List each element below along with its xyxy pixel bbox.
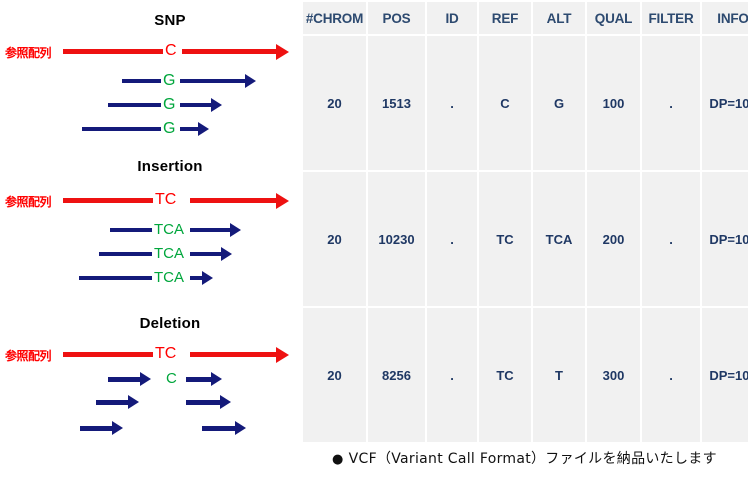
column-header-id: ID xyxy=(427,2,477,34)
cell-info: DP=100 xyxy=(702,308,748,442)
read-line-deletion-3-right xyxy=(202,426,235,431)
read-line-snp-3-left xyxy=(82,127,164,131)
read-arrowhead-insertion-3 xyxy=(202,271,213,285)
read-arrowhead-deletion-1-left xyxy=(140,372,151,386)
cell-qual: 100 xyxy=(587,36,640,170)
read-line-insertion-2-right xyxy=(190,252,221,256)
column-header-alt: ALT xyxy=(533,2,585,34)
read-line-snp-1-right xyxy=(180,79,245,83)
read-line-deletion-3-left xyxy=(80,426,112,431)
bullet-icon: ● xyxy=(332,452,344,467)
cell-pos: 1513 xyxy=(368,36,425,170)
table-row: 20 1513 . C G 100 . DP=100 xyxy=(303,36,748,170)
read-arrowhead-insertion-1 xyxy=(230,223,241,237)
cell-filter: . xyxy=(642,308,700,442)
reference-label-snp: 参照配列 xyxy=(5,46,52,60)
read-base-snp-3: G xyxy=(161,120,178,137)
cell-info: DP=100 xyxy=(702,36,748,170)
reference-line-insertion-right xyxy=(190,198,276,203)
read-line-insertion-2-left xyxy=(99,252,153,256)
reference-line-deletion-left xyxy=(63,352,153,357)
caption: ● VCF（Variant Call Format）ファイルを納品いたします xyxy=(332,448,717,468)
panel-title-insertion: Insertion xyxy=(137,158,203,175)
variant-diagram: SNP 参照配列 C G G G Insertion 参照配列 TC xyxy=(0,0,300,482)
reference-base-deletion: TC xyxy=(153,345,179,362)
cell-filter: . xyxy=(642,172,700,306)
reference-arrowhead-snp xyxy=(276,43,289,60)
reference-line-snp-left xyxy=(63,49,167,54)
read-line-snp-3-right xyxy=(180,127,198,131)
vcf-table: #CHROM POS ID REF ALT QUAL FILTER INFO 2… xyxy=(301,0,748,444)
read-arrowhead-deletion-3-left xyxy=(112,421,123,435)
cell-chrom: 20 xyxy=(303,308,366,442)
reference-line-deletion-right xyxy=(190,352,276,357)
cell-qual: 300 xyxy=(587,308,640,442)
cell-qual: 200 xyxy=(587,172,640,306)
reference-line-snp-right xyxy=(182,49,276,54)
table-row: 20 8256 . TC T 300 . DP=100 xyxy=(303,308,748,442)
cell-pos: 10230 xyxy=(368,172,425,306)
panel-title-deletion: Deletion xyxy=(139,315,201,332)
read-line-insertion-3-right xyxy=(190,276,202,280)
read-line-snp-1-left xyxy=(122,79,164,83)
reference-arrowhead-insertion xyxy=(276,192,289,209)
vcf-table-container: #CHROM POS ID REF ALT QUAL FILTER INFO 2… xyxy=(301,0,748,442)
read-base-snp-2: G xyxy=(161,96,178,113)
read-line-deletion-1-right xyxy=(186,377,211,382)
read-line-insertion-1-left xyxy=(110,228,153,232)
read-line-deletion-1-left xyxy=(108,377,140,382)
reference-label-insertion: 参照配列 xyxy=(5,195,52,209)
read-arrowhead-snp-2 xyxy=(211,98,222,112)
column-header-pos: POS xyxy=(368,2,425,34)
read-arrowhead-deletion-1-right xyxy=(211,372,222,386)
column-header-chrom: #CHROM xyxy=(303,2,366,34)
cell-alt: TCA xyxy=(533,172,585,306)
column-header-ref: REF xyxy=(479,2,531,34)
cell-ref: C xyxy=(479,36,531,170)
read-line-deletion-2-right xyxy=(186,400,220,405)
reference-base-snp: C xyxy=(163,42,179,59)
column-header-filter: FILTER xyxy=(642,2,700,34)
read-line-insertion-1-right xyxy=(190,228,230,232)
panel-title-snp: SNP xyxy=(154,12,186,29)
read-arrowhead-snp-3 xyxy=(198,122,209,136)
reference-label-deletion: 参照配列 xyxy=(5,349,52,363)
table-header-row: #CHROM POS ID REF ALT QUAL FILTER INFO xyxy=(303,2,748,34)
cell-filter: . xyxy=(642,36,700,170)
column-header-info: INFO xyxy=(702,2,748,34)
read-arrowhead-insertion-2 xyxy=(221,247,232,261)
caption-text: VCF（Variant Call Format）ファイルを納品いたします xyxy=(348,451,717,467)
cell-id: . xyxy=(427,36,477,170)
read-arrowhead-deletion-2-right xyxy=(220,395,231,409)
read-arrowhead-deletion-2-left xyxy=(128,395,139,409)
reference-base-insertion: TC xyxy=(153,191,179,208)
table-row: 20 10230 . TC TCA 200 . DP=100 xyxy=(303,172,748,306)
read-base-snp-1: G xyxy=(161,72,178,89)
cell-alt: G xyxy=(533,36,585,170)
read-base-deletion-1: C xyxy=(164,370,179,387)
cell-info: DP=100 xyxy=(702,172,748,306)
cell-pos: 8256 xyxy=(368,308,425,442)
cell-ref: TC xyxy=(479,172,531,306)
reference-arrowhead-deletion xyxy=(276,346,289,363)
cell-chrom: 20 xyxy=(303,172,366,306)
read-base-insertion-1: TCA xyxy=(152,221,186,238)
read-line-snp-2-right xyxy=(180,103,211,107)
read-base-insertion-3: TCA xyxy=(152,269,186,286)
read-arrowhead-snp-1 xyxy=(245,74,256,88)
cell-ref: TC xyxy=(479,308,531,442)
read-line-snp-2-left xyxy=(108,103,164,107)
read-line-deletion-2-left xyxy=(96,400,128,405)
cell-alt: T xyxy=(533,308,585,442)
cell-id: . xyxy=(427,308,477,442)
cell-chrom: 20 xyxy=(303,36,366,170)
column-header-qual: QUAL xyxy=(587,2,640,34)
read-line-insertion-3-left xyxy=(79,276,153,280)
read-arrowhead-deletion-3-right xyxy=(235,421,246,435)
read-base-insertion-2: TCA xyxy=(152,245,186,262)
reference-line-insertion-left xyxy=(63,198,153,203)
cell-id: . xyxy=(427,172,477,306)
